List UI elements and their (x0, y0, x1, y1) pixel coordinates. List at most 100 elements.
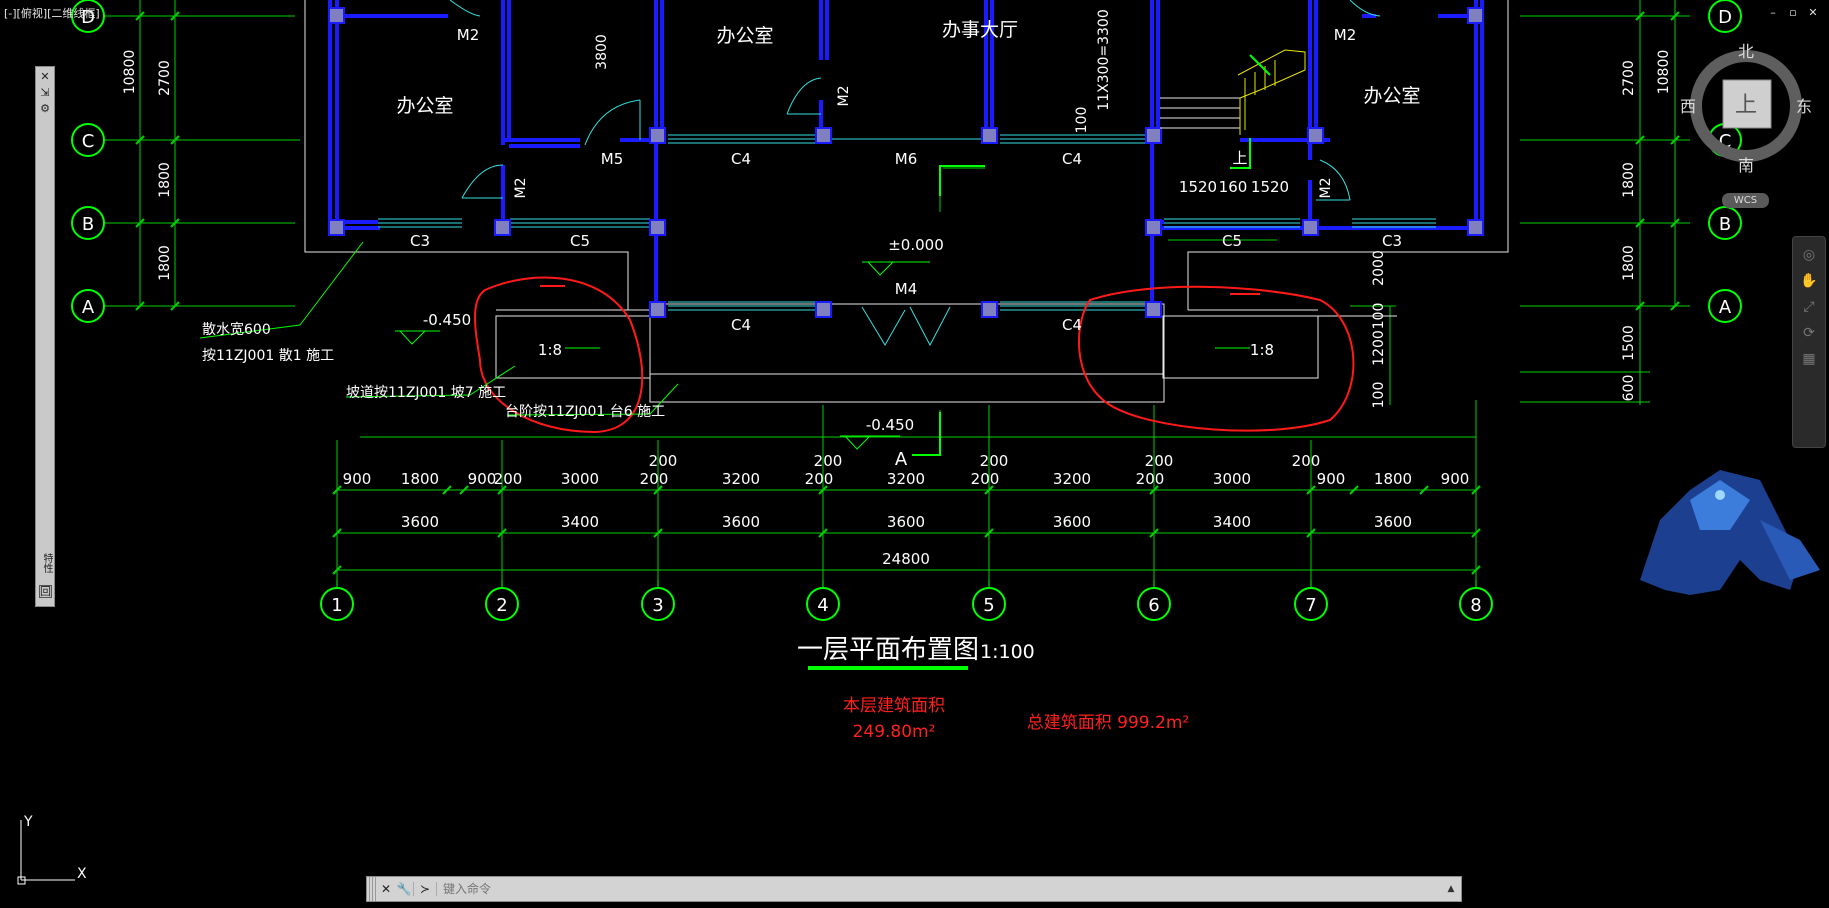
axis-letters: D C B A D C B A (81, 7, 1732, 318)
dim-text: 3600 (1053, 513, 1091, 531)
history-expand-icon[interactable]: ▲ (1447, 884, 1455, 894)
building-outline (304, 0, 1509, 403)
dim-text: 2700 (1621, 60, 1637, 96)
palette-restore-icon[interactable]: 回 (39, 585, 52, 598)
door-label: M2 (1334, 26, 1357, 44)
axis-letter: A (1719, 297, 1732, 318)
section-label: A (895, 449, 908, 470)
pan-icon[interactable]: ✋ (1800, 273, 1818, 289)
command-line: ✕ 🔧 ≻ ▲ (366, 876, 1462, 902)
dim-text: 900 (343, 470, 372, 488)
window-label: C3 (410, 232, 430, 250)
viewcube[interactable]: 上 北 南 东 西 (1680, 42, 1812, 175)
orbit-icon[interactable]: ⟳ (1803, 325, 1815, 341)
ramp-slope: 1:8 (538, 341, 562, 359)
stair-dim: 1520 (1179, 178, 1217, 196)
ramp-slope: 1:8 (1250, 341, 1274, 359)
close-button[interactable]: ✕ (1808, 6, 1818, 19)
dim-text: 1800 (157, 245, 173, 281)
dim-text: 3400 (1213, 513, 1251, 531)
autohide-icon[interactable]: ⇲ (40, 86, 50, 99)
dim-text: 900 (1441, 470, 1470, 488)
dim-text: 100 (1371, 382, 1387, 409)
dim-text: 200 (805, 470, 834, 488)
gear-icon[interactable]: ⚙ (40, 102, 50, 115)
dim-text: 100 (1074, 107, 1090, 134)
dim-text: 10800 (122, 50, 138, 95)
command-input[interactable] (437, 881, 1441, 897)
window-label: C4 (1062, 316, 1082, 334)
properties-palette: ✕ ⇲ ⚙ 特性 回 (35, 66, 55, 607)
close-icon[interactable]: ✕ (40, 70, 50, 83)
showmotion-icon[interactable]: ▦ (1802, 351, 1816, 367)
dim-text: 1800 (1374, 470, 1412, 488)
axis-letter: B (82, 214, 94, 235)
dim-text: 3400 (561, 513, 599, 531)
window-label: C3 (1382, 232, 1402, 250)
note: 坡道按11ZJ001 坡7 施工 (346, 385, 506, 401)
dimension-ticks (135, 11, 1680, 575)
viewcube-north[interactable]: 北 (1738, 42, 1754, 61)
steering-wheel-icon[interactable]: ◎ (1802, 247, 1816, 263)
stair-arrow (1230, 54, 1271, 169)
axis-number: 3 (652, 595, 663, 616)
room-name: 办事大厅 (942, 19, 1018, 41)
wrench-icon[interactable]: 🔧 (396, 882, 412, 896)
drag-handle[interactable] (369, 877, 377, 901)
close-icon[interactable]: ✕ (380, 882, 392, 896)
door-label: M5 (601, 150, 624, 168)
ucs-y-label: Y (23, 814, 33, 830)
viewcube-south[interactable]: 南 (1738, 156, 1754, 175)
dim-text: 1800 (401, 470, 439, 488)
section-marks (912, 165, 985, 456)
viewcube-west[interactable]: 西 (1680, 97, 1696, 116)
prompt-icon[interactable]: ≻ (413, 882, 437, 896)
door-label: M4 (895, 280, 918, 298)
ucs-icon (17, 820, 75, 885)
dim-text: 1800 (1621, 162, 1637, 198)
view-controls[interactable]: [-][俯视][二维线框] (4, 7, 100, 20)
axis-letter: D (81, 7, 95, 28)
stair (1160, 97, 1240, 129)
dim-text: 2700 (157, 60, 173, 96)
minimize-button[interactable]: – (1770, 6, 1776, 19)
restore-button[interactable]: ▫ (1789, 6, 1797, 19)
dim-text: 2000 (1371, 250, 1387, 286)
dim-text: 100 (1371, 303, 1387, 330)
dim-text: 3000 (561, 470, 599, 488)
wcs-menu[interactable]: WCS (1722, 193, 1769, 208)
dims-row1: 900 1800 900 200 3000 200 200 3200 200 2… (343, 452, 1470, 488)
palette-title: 特性 (41, 553, 52, 573)
dim-text: 200 (1292, 452, 1321, 470)
dim-text: 200 (980, 452, 1009, 470)
elevation-label: -0.450 (866, 416, 914, 434)
axis-number: 4 (817, 595, 828, 616)
dim-text: 3600 (722, 513, 760, 531)
window-label: C4 (731, 150, 751, 168)
door-label: M6 (895, 150, 918, 168)
window-label: C4 (731, 316, 751, 334)
dim-text: 200 (649, 452, 678, 470)
door-label: M2 (513, 178, 529, 199)
floor-area-label: 本层建筑面积 (843, 696, 945, 716)
note: 台阶按11ZJ001 台6 施工 (505, 404, 665, 420)
axis-number: 6 (1148, 595, 1159, 616)
zoom-icon[interactable]: ⤢ (1803, 299, 1815, 315)
ucs-x-label: X (77, 866, 87, 882)
window-label: C4 (1062, 150, 1082, 168)
axis-letter: D (1718, 7, 1732, 28)
mascot-image (1640, 470, 1820, 595)
window-label: C5 (570, 232, 590, 250)
viewcube-face[interactable]: 上 (1735, 93, 1757, 118)
navigation-bar: ◎ ✋ ⤢ ⟳ ▦ (1792, 236, 1826, 448)
leader-lines (199, 241, 1250, 450)
axis-letter: A (82, 297, 95, 318)
columns (328, 7, 1484, 318)
axis-grid (105, 0, 1690, 580)
viewcube-east[interactable]: 东 (1796, 97, 1812, 116)
dim-text: 1800 (157, 162, 173, 198)
windows (378, 0, 1436, 347)
red-annotations (474, 276, 1355, 434)
